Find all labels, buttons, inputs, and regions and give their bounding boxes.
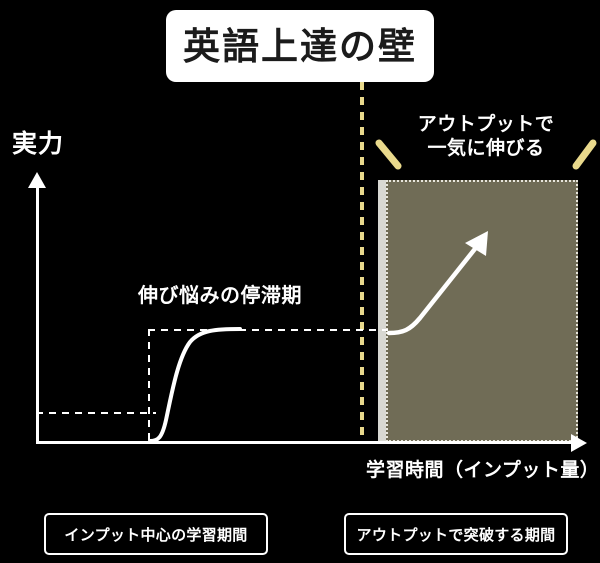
x-axis-label: 学習時間（インプット量） — [366, 460, 600, 481]
page-title: 英語上達の壁 — [183, 25, 417, 67]
x-axis-arrow-icon — [571, 434, 587, 452]
early-growth-curve — [148, 327, 242, 443]
plateau-riser-line — [148, 329, 150, 442]
caption-text-input-phase: インプット中心の学習期間 — [64, 526, 248, 544]
breakthrough-label-line1: アウトプットで — [417, 114, 555, 135]
caption-text-output-phase: アウトプットで突破する期間 — [356, 526, 556, 544]
y-axis-label: 実力 — [12, 130, 65, 158]
y-axis-arrow-icon — [28, 172, 46, 188]
breakthrough-label-line2: 一気に伸びる — [427, 137, 545, 159]
caption-box-output-phase: アウトプットで突破する期間 — [344, 513, 568, 555]
wall-divider-line — [360, 82, 364, 442]
beginner-level-line — [36, 412, 156, 414]
x-axis-line — [36, 441, 577, 444]
wall-pointer-left-icon — [375, 139, 402, 170]
breakthrough-label: アウトプットで 一気に伸びる — [404, 113, 568, 161]
breakthrough-zone — [386, 180, 578, 442]
diagram-title-box: 英語上達の壁 — [166, 10, 434, 82]
caption-box-input-phase: インプット中心の学習期間 — [44, 513, 268, 555]
breakthrough-zone-edge-bar — [378, 180, 387, 442]
wall-pointer-right-icon — [572, 139, 597, 170]
plateau-level-line — [148, 329, 388, 331]
plateau-label: 伸び悩みの停滞期 — [138, 285, 302, 307]
y-axis-line — [36, 186, 39, 444]
